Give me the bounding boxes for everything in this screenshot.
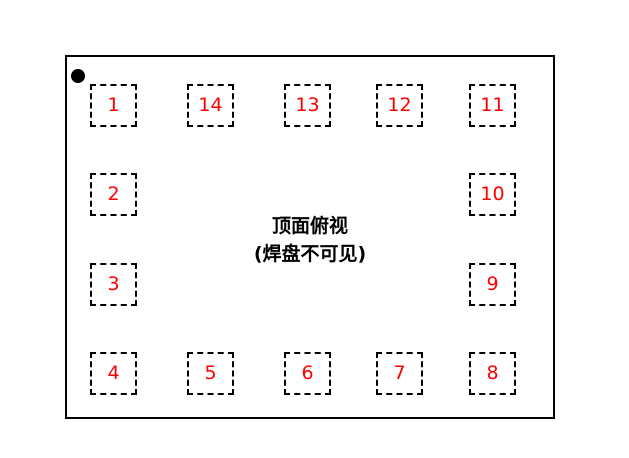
pad-14: 14 bbox=[187, 84, 234, 127]
pad-10: 10 bbox=[469, 173, 516, 216]
pad-8: 8 bbox=[469, 352, 516, 395]
pad-11: 11 bbox=[469, 84, 516, 127]
pin1-marker-dot bbox=[71, 69, 85, 83]
pad-5: 5 bbox=[187, 352, 234, 395]
pad-6: 6 bbox=[284, 352, 331, 395]
top-view-label: 顶面俯视 (焊盘不可见) bbox=[210, 212, 410, 268]
package-outline bbox=[65, 55, 555, 419]
pad-4: 4 bbox=[90, 352, 137, 395]
top-view-label-line2: (焊盘不可见) bbox=[253, 243, 367, 265]
top-view-label-line1: 顶面俯视 bbox=[271, 215, 348, 237]
pad-2: 2 bbox=[90, 173, 137, 216]
pad-9: 9 bbox=[469, 263, 516, 306]
pad-12: 12 bbox=[376, 84, 423, 127]
pad-7: 7 bbox=[376, 352, 423, 395]
pad-13: 13 bbox=[284, 84, 331, 127]
pad-3: 3 bbox=[90, 263, 137, 306]
pad-1: 1 bbox=[90, 84, 137, 127]
